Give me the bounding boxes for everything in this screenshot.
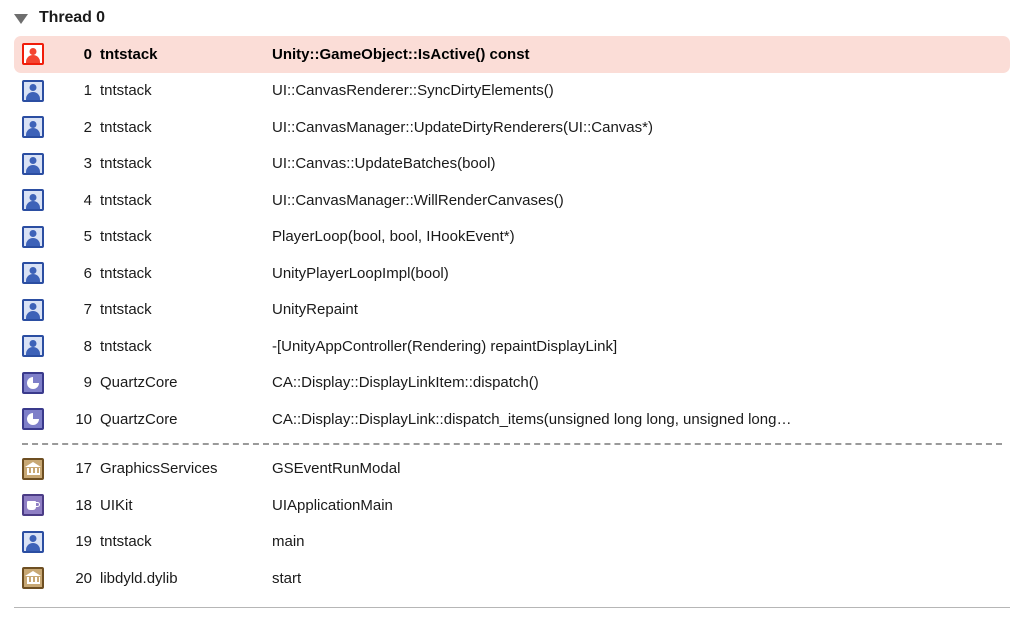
frame-library: tntstack — [100, 45, 158, 63]
person-blue-icon — [22, 530, 44, 553]
frame-index: 7 — [83, 301, 92, 319]
frame-function: start — [272, 569, 302, 587]
frame-library: QuartzCore — [100, 374, 178, 392]
stack-frame-row[interactable]: 1 tntstack UI::CanvasRenderer::SyncDirtyEl… — [14, 73, 1010, 110]
pie-icon — [22, 371, 44, 394]
frame-function: UI::CanvasManager::WillRenderCanvases() — [272, 191, 564, 209]
frame-index: 17 — [75, 460, 92, 478]
bank-icon — [22, 457, 44, 480]
frame-index: 10 — [75, 410, 92, 428]
frame-icon-cell — [14, 262, 52, 285]
frame-index: 19 — [75, 533, 92, 551]
stack-frame-row[interactable]: 6 tntstack UnityPlayerLoopImpl(bool) — [14, 255, 1010, 292]
frame-icon-cell — [14, 189, 52, 212]
stack-frame-row[interactable]: 17 GraphicsServices GSEventRunModal — [14, 451, 1010, 488]
frame-library: tntstack — [100, 264, 152, 282]
frame-function: UI::Canvas::UpdateBatches(bool) — [272, 155, 496, 173]
frame-index: 5 — [83, 228, 92, 246]
stack-frame-row[interactable]: 10 QuartzCore CA::Display::DisplayLink::di… — [14, 401, 1010, 438]
frame-index: 4 — [83, 191, 92, 209]
stack-frame-row[interactable]: 7 tntstack UnityRepaint — [14, 292, 1010, 329]
thread-title: Thread 0 — [39, 9, 105, 26]
person-red-icon — [22, 43, 44, 66]
stack-frame-row[interactable]: 8 tntstack -[UnityAppController(Rendering)… — [14, 328, 1010, 365]
frame-function: Unity::GameObject::IsActive() const — [272, 45, 530, 63]
frame-function: UIApplicationMain — [272, 496, 393, 514]
frame-function: main — [272, 533, 305, 551]
person-blue-icon — [22, 79, 44, 102]
frame-function: UnityPlayerLoopImpl(bool) — [272, 264, 449, 282]
stack-frame-row[interactable]: 19 tntstack main — [14, 524, 1010, 561]
stack-frame-row[interactable]: 2 tntstack UI::CanvasManager::UpdateDirtyR… — [14, 109, 1010, 146]
frame-function: PlayerLoop(bool, bool, IHookEvent*) — [272, 228, 515, 246]
frame-function: UI::CanvasManager::UpdateDirtyRenderers(… — [272, 118, 653, 136]
pie-icon — [22, 408, 44, 431]
stack-frame-row[interactable]: 18 UIKit UIApplicationMain — [14, 487, 1010, 524]
frame-icon-cell — [14, 335, 52, 358]
frame-icon-cell — [14, 225, 52, 248]
frame-index: 1 — [83, 82, 92, 100]
frame-function: -[UnityAppController(Rendering) repaintD… — [272, 337, 618, 355]
frame-library: tntstack — [100, 533, 152, 551]
person-blue-icon — [22, 335, 44, 358]
frame-icon-cell — [14, 152, 52, 175]
frame-function: UnityRepaint — [272, 301, 358, 319]
frame-icon-cell — [14, 43, 52, 66]
stack-frame-row[interactable]: 9 QuartzCore CA::Display::DisplayLinkItem:… — [14, 365, 1010, 402]
frame-icon-cell — [14, 530, 52, 553]
frame-index: 0 — [83, 45, 92, 63]
frame-icon-cell — [14, 494, 52, 517]
chevron-down-icon[interactable] — [14, 13, 28, 24]
frame-function: CA::Display::DisplayLink::dispatch_items… — [272, 410, 792, 428]
frame-icon-cell — [14, 79, 52, 102]
frame-index: 2 — [83, 118, 92, 136]
frame-index: 9 — [83, 374, 92, 392]
stack-frame-list-tail: 17 GraphicsServices GSEventRunModal 18 UIKit… — [0, 451, 1024, 597]
frame-library: tntstack — [100, 337, 152, 355]
frame-library: tntstack — [100, 301, 152, 319]
frame-library: libdyld.dylib — [100, 569, 178, 587]
cup-icon — [22, 494, 44, 517]
frame-library: QuartzCore — [100, 410, 178, 428]
person-blue-icon — [22, 298, 44, 321]
frame-library: tntstack — [100, 228, 152, 246]
frame-index: 6 — [83, 264, 92, 282]
frame-library: GraphicsServices — [100, 460, 218, 478]
stack-frame-row[interactable]: 3 tntstack UI::Canvas::UpdateBatches(bool) — [14, 146, 1010, 183]
frame-library: tntstack — [100, 82, 152, 100]
frame-icon-cell — [14, 298, 52, 321]
frame-function: UI::CanvasRenderer::SyncDirtyElements() — [272, 82, 554, 100]
frame-icon-cell — [14, 567, 52, 590]
frame-index: 20 — [75, 569, 92, 587]
frame-library: tntstack — [100, 155, 152, 173]
stack-frame-row[interactable]: 4 tntstack UI::CanvasManager::WillRenderCa… — [14, 182, 1010, 219]
bank-icon — [22, 567, 44, 590]
person-blue-icon — [22, 189, 44, 212]
person-blue-icon — [22, 152, 44, 175]
person-blue-icon — [22, 225, 44, 248]
frame-library: tntstack — [100, 118, 152, 136]
stack-frame-row[interactable]: 5 tntstack PlayerLoop(bool, bool, IHookEve… — [14, 219, 1010, 256]
frame-library: UIKit — [100, 496, 133, 514]
frame-icon-cell — [14, 371, 52, 394]
frame-index: 18 — [75, 496, 92, 514]
frame-icon-cell — [14, 116, 52, 139]
frame-index: 8 — [83, 337, 92, 355]
panel-bottom-divider — [14, 606, 1010, 608]
thread-header[interactable]: Thread 0 — [0, 0, 1024, 36]
frame-function: CA::Display::DisplayLinkItem::dispatch() — [272, 374, 539, 392]
frame-library: tntstack — [100, 191, 152, 209]
frame-index: 3 — [83, 155, 92, 173]
frame-icon-cell — [14, 457, 52, 480]
stack-frame-row[interactable]: 0 tntstack Unity::GameObject::IsActive() c… — [14, 36, 1010, 73]
frame-function: GSEventRunModal — [272, 460, 401, 478]
person-blue-icon — [22, 262, 44, 285]
skipped-frames-separator — [22, 442, 1002, 446]
frame-icon-cell — [14, 408, 52, 431]
stack-frame-row[interactable]: 20 libdyld.dylib start — [14, 560, 1010, 597]
person-blue-icon — [22, 116, 44, 139]
